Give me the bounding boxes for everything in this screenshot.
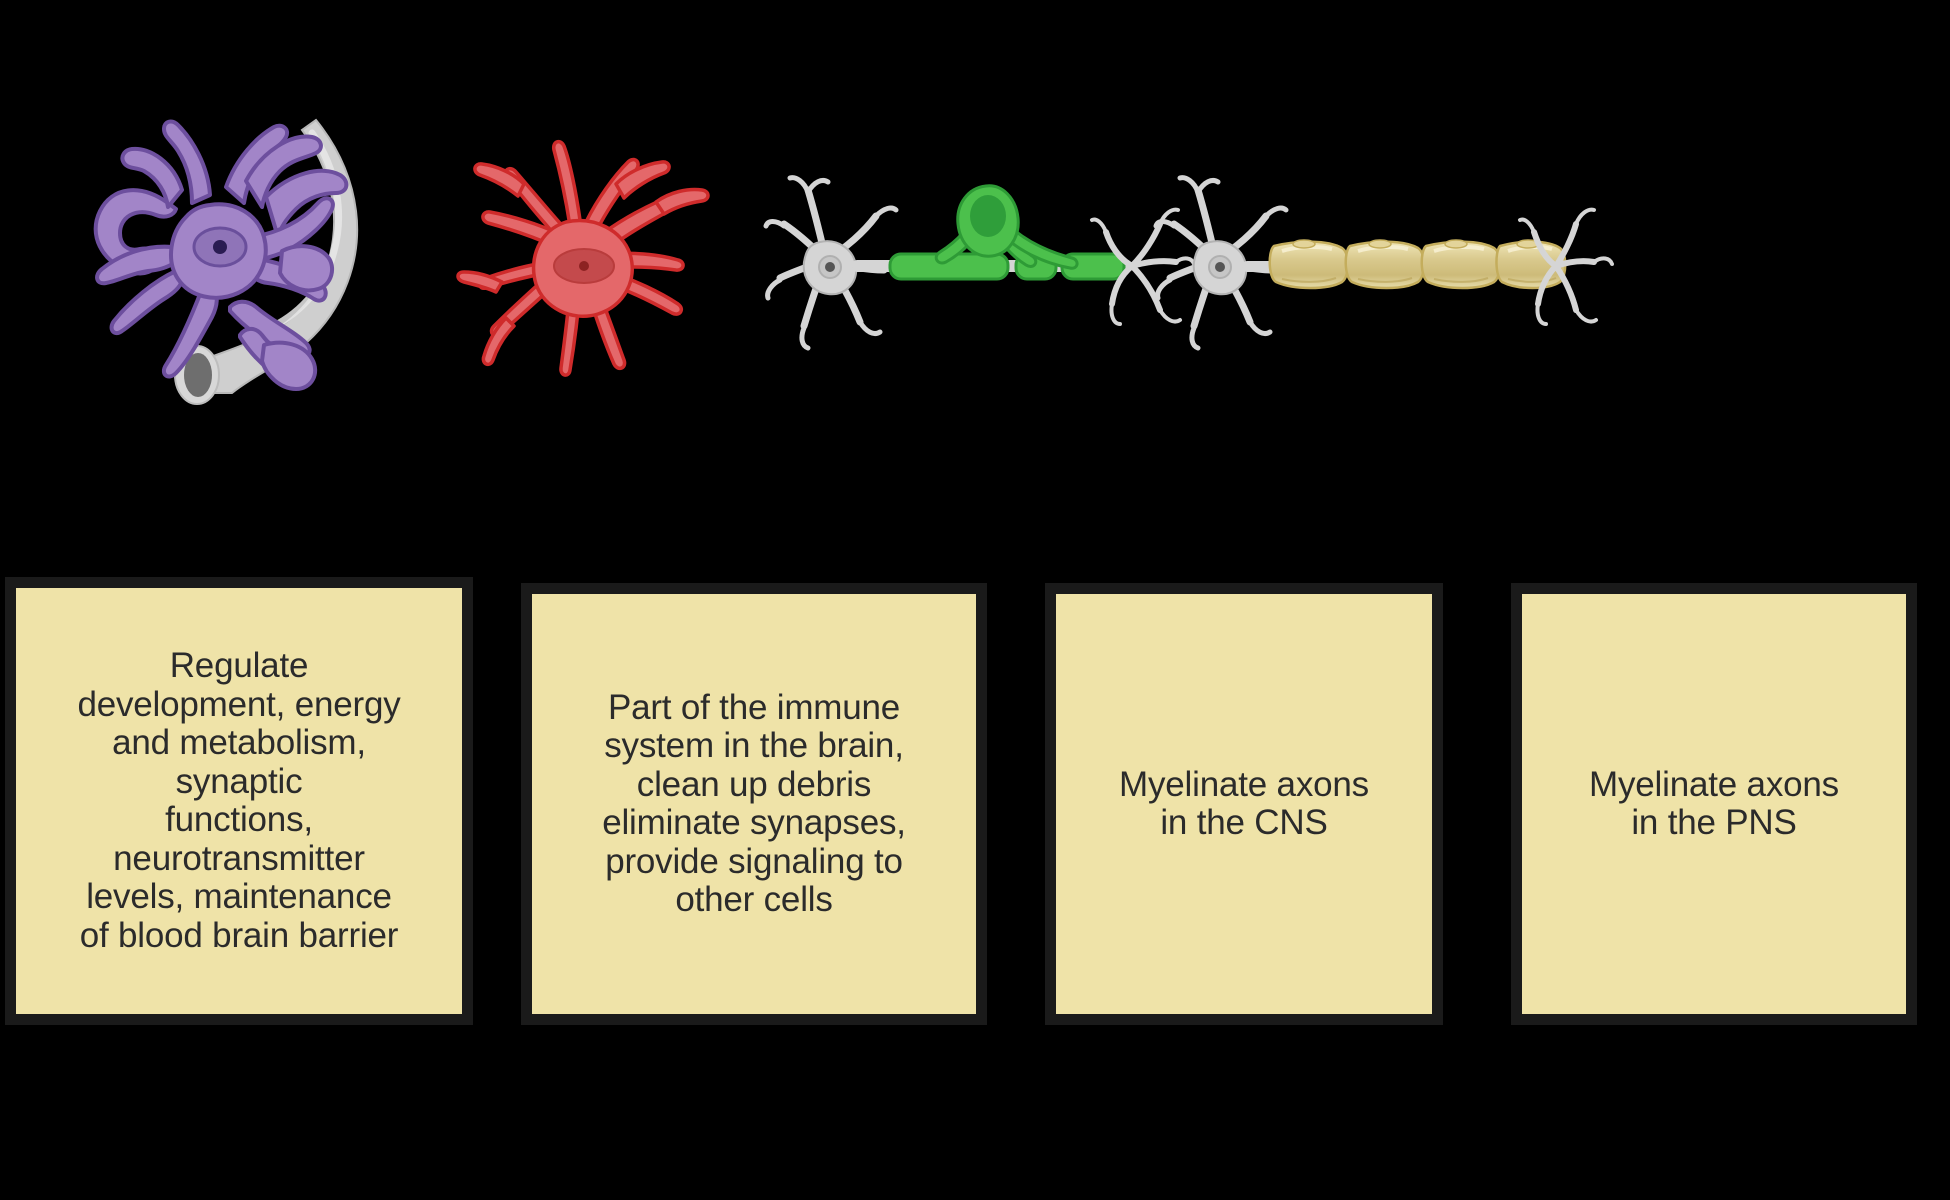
schwann-segment-3	[1420, 239, 1502, 290]
oligodendrocyte-cell-graphic	[934, 184, 1079, 270]
cns-myelin-segments	[888, 252, 1126, 281]
astrocyte-cell-graphic	[93, 119, 349, 391]
blood-vessel-graphic	[174, 118, 359, 405]
astrocyte-illustration	[40, 75, 380, 405]
oligodendrocyte-illustration	[763, 170, 1196, 351]
microglia-caption-box[interactable]: Part of the immune system in the brain, …	[524, 586, 984, 1022]
schwann-segment-2	[1344, 239, 1426, 290]
microglia-illustration	[420, 130, 750, 390]
oligodendrocyte-caption-box[interactable]: Myelinate axons in the CNS	[1048, 586, 1440, 1022]
oligodendrocyte-caption-text: Myelinate axons in the CNS	[1119, 764, 1369, 842]
astrocyte-caption-text: Regulate development, energy and metabol…	[77, 646, 401, 955]
astrocyte-svg	[93, 118, 359, 405]
oligodendrocyte-nucleus	[970, 195, 1006, 237]
schwann-illustration	[1153, 170, 1614, 351]
astrocyte-caption-box[interactable]: Regulate development, energy and metabol…	[8, 580, 470, 1022]
schwann-svg	[1153, 175, 1614, 351]
oligodendrocyte-svg	[763, 175, 1196, 351]
microglia-svg	[456, 139, 710, 377]
pns-neuron-right-graphic	[1518, 207, 1614, 326]
pns-myelin-segments	[1268, 239, 1567, 290]
microglia-nucleus	[553, 248, 615, 284]
schwann-segment-1	[1268, 239, 1350, 290]
caption-row: Regulate development, energy and metabol…	[0, 580, 1950, 1030]
microglia-caption-text: Part of the immune system in the brain, …	[602, 687, 906, 919]
cns-neuron-left-graphic	[763, 175, 899, 351]
schwann-caption-text: Myelinate axons in the PNS	[1589, 764, 1839, 842]
schwann-caption-box[interactable]: Myelinate axons in the PNS	[1514, 586, 1914, 1022]
cns-neuron-left-nucleus	[818, 255, 842, 279]
astrocyte-nucleus	[192, 226, 248, 268]
pns-neuron-left-nucleus	[1208, 255, 1232, 279]
pns-neuron-left-graphic	[1153, 175, 1289, 351]
cns-neuron-right-graphic	[1090, 207, 1196, 326]
